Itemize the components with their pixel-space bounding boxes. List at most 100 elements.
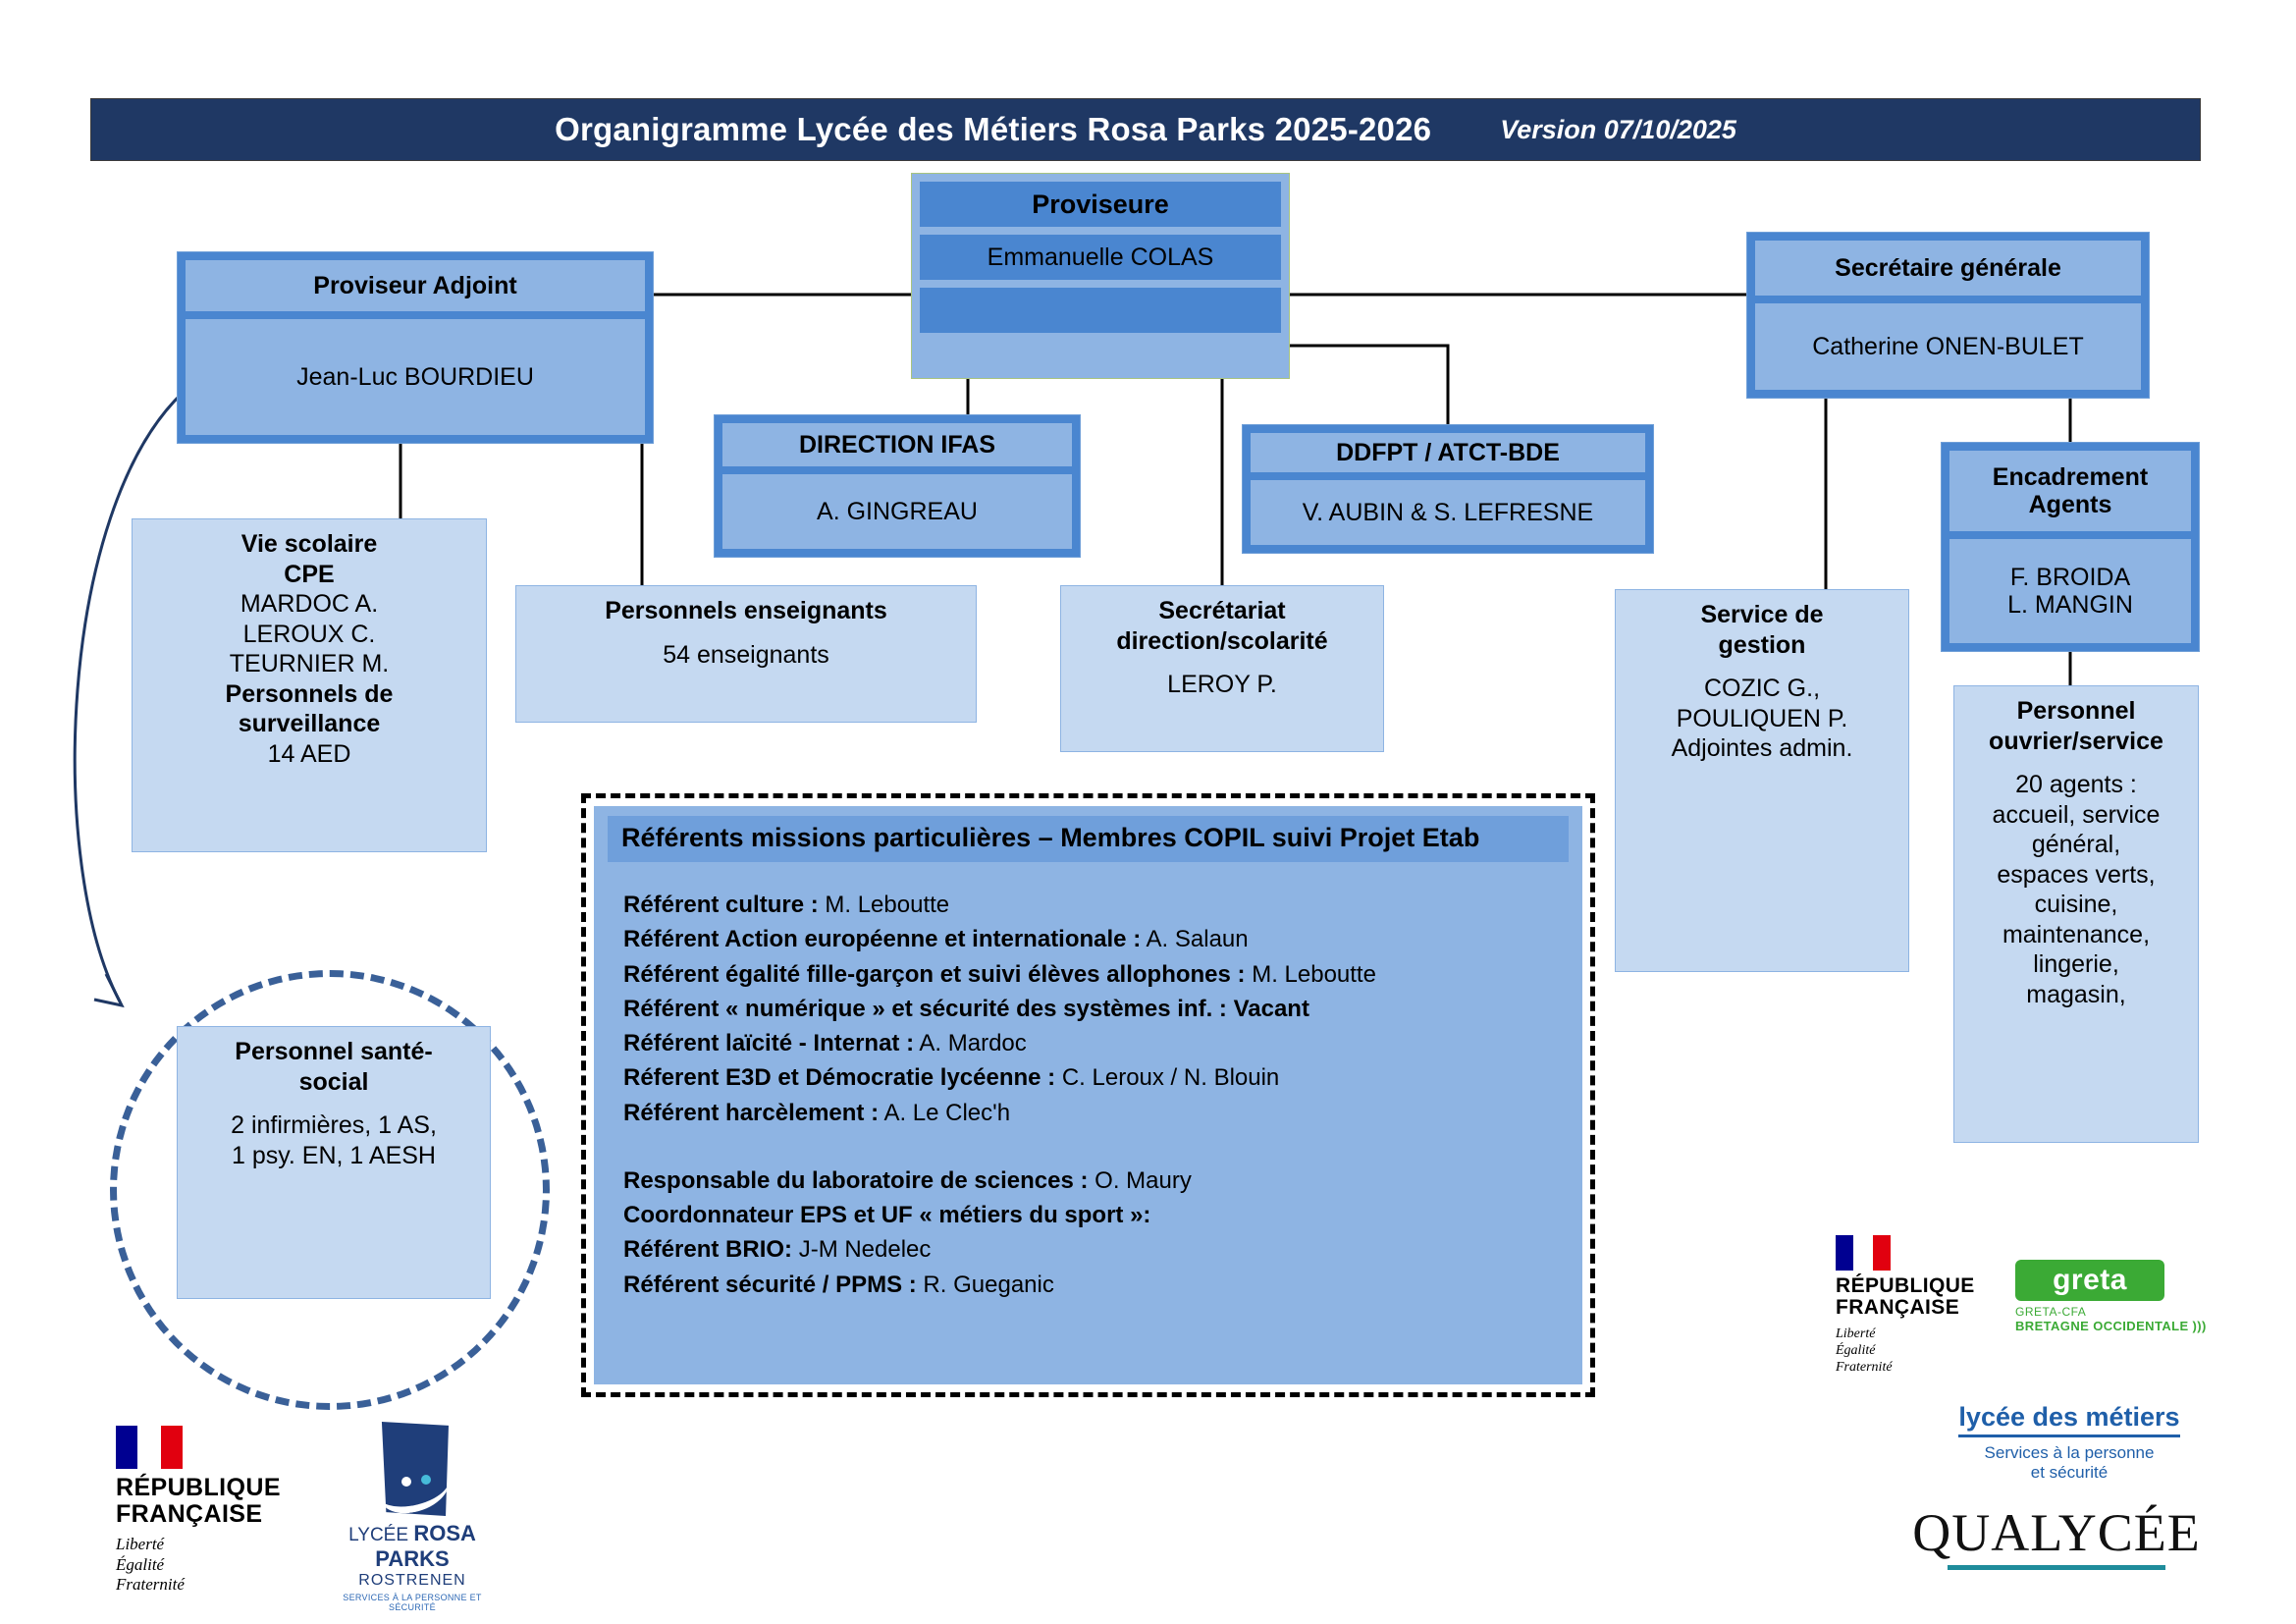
referent-mission: Référent harcèlement : — [623, 1099, 880, 1126]
qualycee-underline — [1948, 1565, 2165, 1570]
referent-mission: Coordonnateur EPS et UF « métiers du spo… — [623, 1202, 1151, 1229]
referent-person: O. Maury — [1088, 1166, 1192, 1194]
rf-name-line2: FRANÇAISE — [116, 1499, 263, 1528]
referent-person: A. Salaun — [1141, 926, 1249, 953]
node-secretaire-generale[interactable]: Secrétaire générale Catherine ONEN-BULET — [1746, 232, 2150, 399]
rosa-parks-line2: ROSTRENEN — [358, 1572, 466, 1589]
unit-line: Secrétariat — [1158, 597, 1286, 624]
qualycee-logo: QUALYCÉE — [1895, 1502, 2218, 1570]
referent-person: M. Leboutte — [818, 892, 950, 918]
french-flag-icon-right — [1836, 1235, 1891, 1271]
unit-line: magasin, — [2026, 980, 2126, 1008]
greta-sub2: BRETAGNE OCCIDENTALE ))) — [2015, 1319, 2207, 1333]
node-ddfpt-role: DDFPT / ATCT-BDE — [1251, 433, 1645, 472]
lycee-rosa-parks-logo: LYCÉE ROSA PARKS ROSTRENEN SERVICES À LA… — [324, 1422, 501, 1612]
unit-line: TEURNIER M. — [229, 650, 390, 677]
greta-sub1: GRETA-CFA — [2015, 1305, 2087, 1319]
rf-motto-line1: Liberté — [116, 1535, 165, 1553]
unit-line: lingerie, — [2033, 950, 2119, 978]
rosa-parks-line1-light: LYCÉE — [348, 1525, 414, 1545]
referent-mission: Réferent E3D et Démocratie lycéenne : — [623, 1064, 1056, 1092]
ldm-wordmark: lycée des métiers — [1958, 1402, 2180, 1437]
referent-row: Référent égalité fille-garçon et suivi é… — [623, 957, 1569, 992]
unit-line: 54 enseignants — [663, 640, 829, 669]
node-secretaire-generale-person: Catherine ONEN-BULET — [1755, 303, 2141, 390]
version-label: Version 07/10/2025 — [1500, 114, 1736, 144]
unit-line: direction/scolarité — [1116, 626, 1328, 655]
node-personnels-enseignants[interactable]: Personnels enseignants 54 enseignants — [515, 585, 977, 723]
unit-line: cuisine, — [2034, 891, 2118, 918]
unit-line: MARDOC A. — [240, 590, 379, 618]
node-proviseure-blank — [920, 288, 1281, 333]
referent-row: Référent harcèlement : A. Le Clec'h — [623, 1096, 1569, 1130]
qualycee-wordmark: QUALYCÉE — [1912, 1503, 2201, 1562]
unit-line: social — [298, 1067, 369, 1096]
referent-row: Coordonnateur EPS et UF « métiers du spo… — [623, 1198, 1569, 1232]
unit-line: ouvrier/service — [1989, 727, 2163, 755]
node-encadrement-agents[interactable]: Encadrement Agents F. BROIDA L. MANGIN — [1941, 442, 2200, 652]
rf-motto-right: Liberté Égalité Fraternité — [1836, 1326, 1975, 1376]
unit-line: Vie scolaire — [240, 530, 378, 558]
node-ddfpt-person: V. AUBIN & S. LEFRESNE — [1251, 480, 1645, 545]
node-encadrement-person-line2: L. MANGIN — [2007, 591, 2133, 619]
node-proviseur-adjoint-role: Proviseur Adjoint — [186, 260, 645, 311]
republique-francaise-logo-left: RÉPUBLIQUE FRANÇAISE Liberté Égalité Fra… — [116, 1426, 281, 1596]
unit-line: Personnel — [2016, 697, 2136, 725]
referent-row: Réferent E3D et Démocratie lycéenne : C.… — [623, 1060, 1569, 1095]
unit-line: Personnels enseignants — [605, 597, 887, 624]
rosa-parks-line1-bold: ROSA PARKS — [375, 1521, 476, 1571]
referent-row: Responsable du laboratoire de sciences :… — [623, 1164, 1569, 1198]
unit-line: accueil, service — [1992, 800, 2161, 829]
unit-line: LEROUX C. — [242, 620, 376, 648]
panel-referents-missions[interactable]: Référents missions particulières – Membr… — [581, 793, 1595, 1397]
referent-row: Référent Action européenne et internatio… — [623, 922, 1569, 956]
republique-francaise-logo-right: RÉPUBLIQUE FRANÇAISE Liberté Égalité Fra… — [1836, 1235, 1975, 1376]
node-secretaire-generale-role: Secrétaire générale — [1755, 241, 2141, 296]
referent-person: M. Leboutte — [1245, 960, 1376, 988]
node-ddfpt-atct-bde[interactable]: DDFPT / ATCT-BDE V. AUBIN & S. LEFRESNE — [1242, 424, 1654, 554]
referent-mission: Référent Action européenne et internatio… — [623, 926, 1142, 953]
unit-line: 2 infirmières, 1 AS, — [231, 1111, 437, 1139]
referent-row: Référent sécurité / PPMS : R. Gueganic — [623, 1268, 1569, 1302]
panel-referents-title: Référents missions particulières – Membr… — [608, 816, 1569, 862]
unit-line: espaces verts, — [1997, 860, 2156, 889]
unit-line: Service de — [1700, 601, 1824, 628]
unit-line: COZIC G., — [1703, 675, 1821, 702]
french-flag-icon — [116, 1426, 183, 1469]
node-direction-ifas[interactable]: DIRECTION IFAS A. GINGREAU — [714, 414, 1081, 558]
node-encadrement-role-line1: Encadrement — [1992, 463, 2149, 491]
unit-line: CPE — [284, 560, 335, 588]
unit-line: gestion — [1718, 630, 1806, 659]
rf-name-right-line1: RÉPUBLIQUE — [1836, 1274, 1975, 1297]
rf-motto-right-line2: Égalité — [1836, 1342, 1876, 1358]
unit-line: maintenance, — [2002, 920, 2151, 948]
rf-name-right-line2: FRANÇAISE — [1836, 1296, 1960, 1320]
unit-line: Personnels de — [225, 679, 394, 708]
referent-row: Référent laïcité - Internat : A. Mardoc — [623, 1026, 1569, 1060]
rosa-parks-line3: SERVICES À LA PERSONNE ET SÉCURITÉ — [343, 1593, 482, 1612]
referent-row: Référent « numérique » et sécurité des s… — [623, 992, 1569, 1026]
unit-line: général, — [2031, 831, 2121, 858]
greta-cfa-logo: greta GRETA-CFA BRETAGNE OCCIDENTALE ))) — [2015, 1260, 2221, 1333]
ldm-sub-line1: Services à la personne — [1984, 1443, 2155, 1462]
node-proviseure[interactable]: Proviseure Emmanuelle COLAS — [911, 173, 1290, 379]
node-encadrement-role-line2: Agents — [2028, 491, 2112, 518]
node-encadrement-person-line1: F. BROIDA — [2009, 564, 2131, 591]
referent-person: R. Gueganic — [916, 1271, 1054, 1298]
referent-mission: Référent sécurité / PPMS : — [623, 1271, 917, 1298]
unit-line: LEROY P. — [1167, 671, 1277, 698]
referent-person: J-M Nedelec — [792, 1236, 932, 1264]
unit-line: 14 AED — [267, 739, 351, 768]
rosa-parks-line1: LYCÉE ROSA PARKS — [324, 1521, 501, 1572]
rf-motto-line3: Fraternité — [116, 1575, 185, 1595]
node-proviseur-adjoint[interactable]: Proviseur Adjoint Jean-Luc BOURDIEU — [177, 251, 654, 444]
ldm-sub-line2: et sécurité — [2030, 1463, 2109, 1483]
unit-line: POULIQUEN P. — [1676, 704, 1848, 732]
